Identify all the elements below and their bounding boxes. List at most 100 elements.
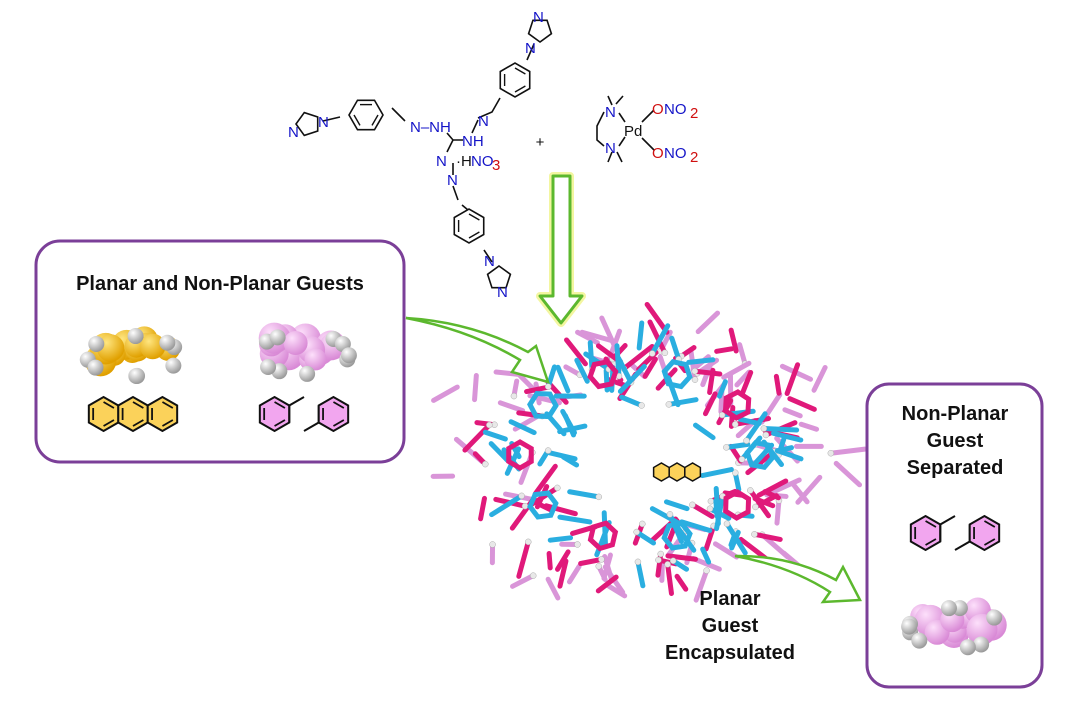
double-bond — [514, 67, 526, 75]
cage-bond — [692, 368, 723, 377]
cage-bond — [462, 422, 492, 453]
cage-bond — [543, 503, 578, 517]
cage-bond — [712, 541, 740, 560]
cage-hydrogen — [760, 425, 768, 432]
hydrogen-sphere — [88, 335, 105, 352]
double-bond — [983, 538, 996, 546]
cage-hydrogen — [718, 411, 726, 419]
atom-n: N — [318, 114, 329, 131]
cage-bond — [545, 576, 561, 601]
atom-nh: NH — [462, 133, 484, 150]
cage-bond — [472, 372, 479, 403]
cage-bond — [789, 480, 810, 505]
double-bond — [161, 401, 174, 409]
cage-bond — [616, 355, 634, 385]
cage-hydrogen — [633, 528, 640, 536]
cage-bond — [699, 467, 734, 479]
salt-h: ·H — [456, 153, 472, 170]
cage-bond — [833, 460, 863, 488]
cage-bond — [695, 310, 721, 335]
cage-bond — [724, 521, 748, 556]
hydrogen-sphere — [159, 334, 176, 351]
cage-hydrogen — [657, 550, 664, 558]
cage-bond — [734, 369, 752, 388]
atom-sphere — [283, 330, 308, 355]
cage-bond — [663, 499, 690, 512]
cage-bond — [619, 394, 645, 408]
double-bond — [161, 419, 174, 427]
cage-bond — [773, 373, 782, 396]
hydrogen-sphere — [973, 636, 990, 653]
cage-bond — [669, 335, 682, 362]
cage-aromatic-ring — [506, 439, 534, 471]
dihydroanthracene-space-filling-model — [258, 322, 357, 382]
cage-hydrogen — [747, 487, 754, 494]
cage-hydrogen — [521, 502, 529, 510]
cage-bond — [547, 535, 574, 543]
cage-bond — [614, 343, 622, 379]
double-bond — [274, 419, 286, 427]
cage-bond — [634, 529, 657, 546]
cage-bond — [688, 347, 698, 383]
cage-bond — [739, 370, 754, 396]
cage-hydrogen — [595, 493, 603, 501]
double-bond — [103, 419, 115, 427]
cage-hydrogen — [731, 421, 739, 428]
hydrogen-sphere — [260, 359, 277, 376]
benzene-ring — [499, 62, 531, 98]
encapsulated-label-line: Encapsulated — [665, 642, 795, 664]
cage-hydrogen — [827, 449, 835, 457]
aromatic-ring — [684, 462, 702, 482]
cage-hydrogen — [743, 437, 750, 444]
cage-bond — [546, 551, 553, 571]
hydrogen-sphere — [340, 347, 357, 364]
hydrogen-sphere — [959, 639, 976, 656]
atom-n: N — [478, 113, 489, 130]
cage-bond — [700, 546, 712, 565]
double-bond — [332, 401, 345, 409]
cage-hydrogen — [486, 421, 493, 429]
cage-hydrogen — [595, 563, 602, 570]
atom-pd: Pd — [624, 123, 642, 140]
cage-bond — [787, 396, 817, 412]
cage-bond — [707, 367, 716, 395]
curved-arrow-to-separated — [734, 554, 862, 604]
cage-hydrogen — [707, 497, 715, 505]
cage-bond — [555, 364, 571, 394]
cage-hydrogen — [598, 556, 605, 563]
atom-sphere — [304, 348, 327, 371]
cage-bond — [751, 531, 783, 542]
anthracene-structure — [87, 395, 179, 433]
cage-bond — [578, 556, 604, 567]
atom-n: N — [605, 140, 616, 157]
atom-n: N — [484, 253, 495, 270]
cage-bond — [828, 446, 868, 456]
cage-aromatic-ring — [744, 440, 776, 470]
double-bond — [468, 231, 480, 239]
cage-bond — [557, 514, 593, 525]
cage-bond — [752, 496, 776, 509]
curved-arrow-to-cage — [405, 316, 550, 384]
imidazole-ring — [295, 111, 319, 137]
dihydroanthracene-space-filling-model — [901, 597, 1007, 656]
cage-hydrogen — [639, 520, 646, 528]
benzene-ring — [453, 208, 485, 244]
cage-bond — [737, 342, 748, 367]
cage-bond — [566, 563, 582, 585]
cage-hydrogen — [669, 557, 677, 565]
cage-hydrogen — [529, 572, 537, 579]
cage-bond — [516, 539, 531, 579]
cage-aromatic-ring — [587, 520, 619, 552]
cage-hydrogen — [655, 556, 662, 564]
cage-bond — [489, 493, 525, 518]
dihydroanthracene-structure — [258, 395, 350, 433]
pd-tmeda-nitrate-complex: N N Pd O NO 2 O NO 2 — [596, 95, 698, 166]
cage-bond — [700, 363, 713, 388]
cage-bond — [482, 429, 508, 442]
cage-bond — [488, 441, 510, 463]
cage-bond — [635, 559, 646, 589]
double-bond — [468, 213, 480, 221]
cage-aromatic-ring — [723, 489, 752, 521]
cage-aromatic-ring — [661, 359, 693, 390]
anthracene-space-filling-model — [79, 326, 183, 384]
